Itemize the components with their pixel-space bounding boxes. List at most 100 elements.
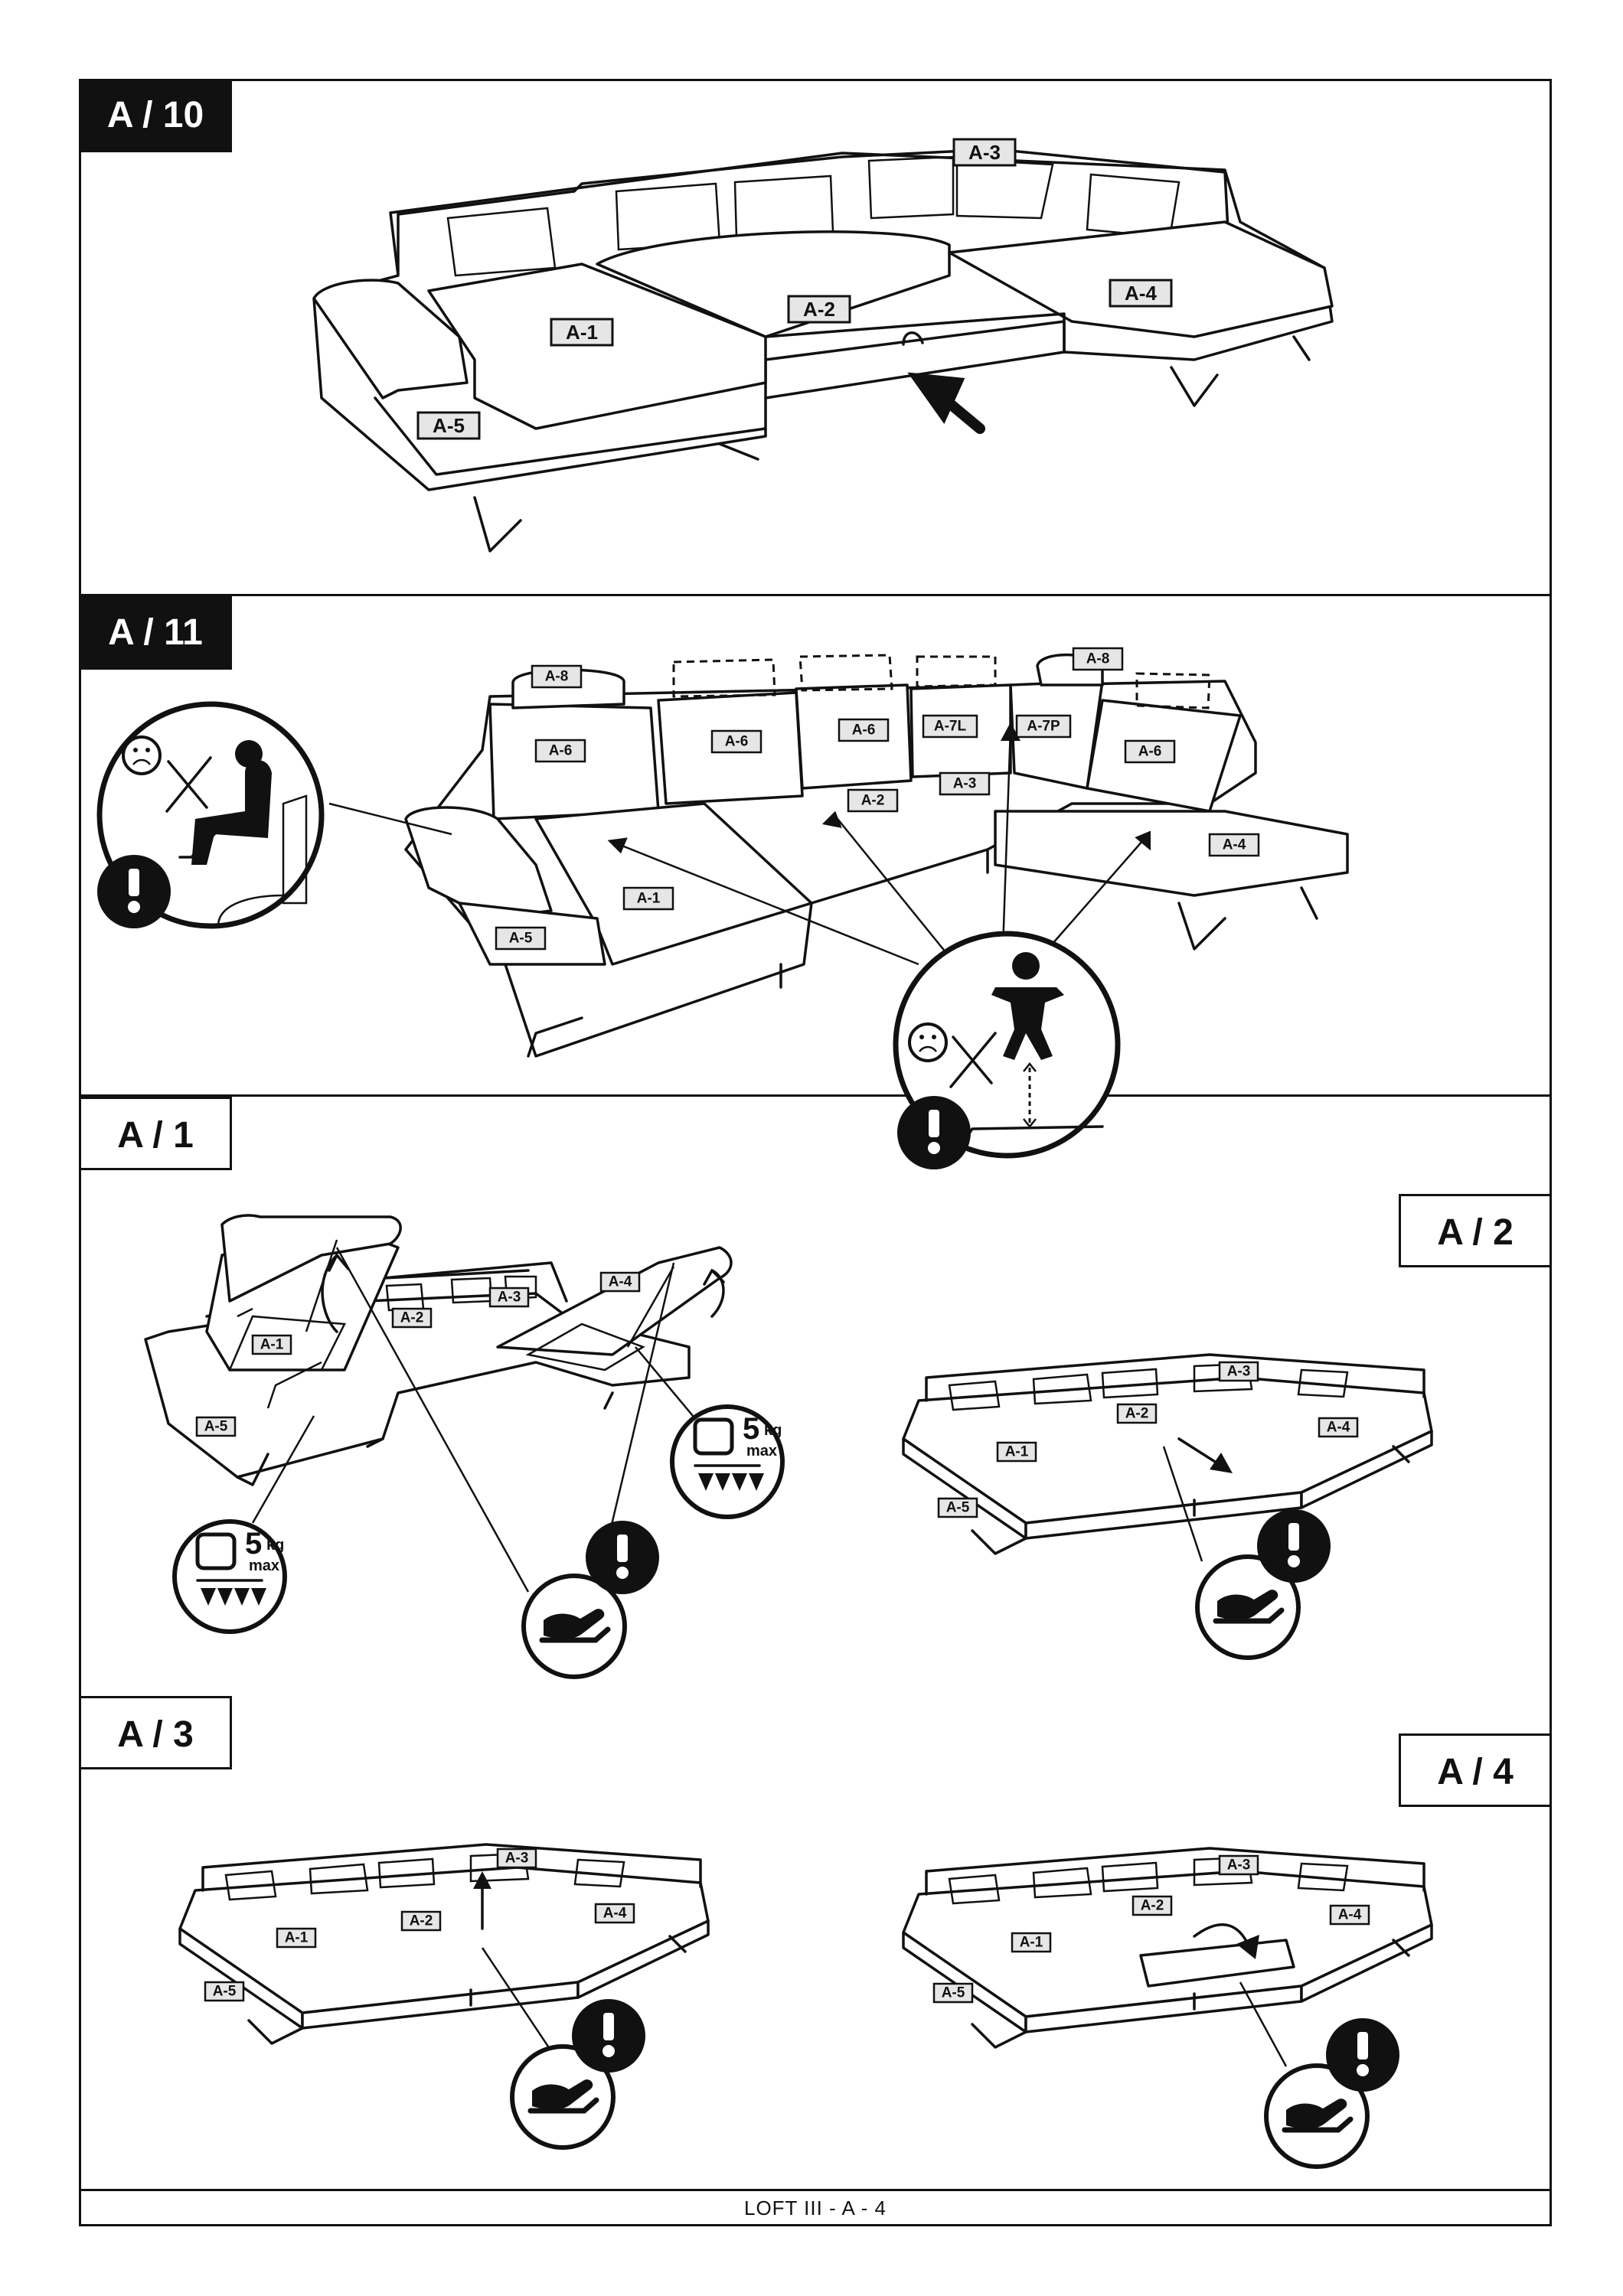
label-a11-a8-left: A-8 [531,664,583,689]
label-a10-a3: A-3 [952,138,1017,167]
svg-text:A-1: A-1 [285,1930,309,1946]
illustration-a1: 5 kg max 5 kg max [144,1214,785,1677]
label-a11-a6-4: A-6 [1124,739,1176,764]
svg-text:A-1: A-1 [260,1337,284,1353]
label-a11-a6-1: A-6 [534,739,586,763]
step-a4-label: A / 4 [1399,1733,1552,1807]
divider-a10-a11 [79,594,1552,596]
svg-text:A-6: A-6 [549,743,573,759]
svg-text:A-8: A-8 [1086,651,1110,667]
svg-text:A-1: A-1 [1020,1935,1043,1951]
svg-text:A-5: A-5 [942,1985,965,2001]
label-a11-a3: A-3 [939,771,991,796]
svg-text:A-4: A-4 [603,1906,627,1922]
svg-text:A-2: A-2 [400,1310,424,1326]
label-a11-a5: A-5 [495,926,547,951]
label-a3-a4: A-4 [594,1903,635,1924]
label-a10-a5: A-5 [416,411,481,440]
illustration-a2 [902,1353,1433,1658]
svg-text:A-1: A-1 [1005,1444,1029,1460]
svg-text:5: 5 [743,1412,759,1446]
label-a1-a1: A-1 [251,1334,292,1355]
weight-limit-icon-right: 5 kg max [670,1404,785,1519]
svg-text:A-4: A-4 [1223,837,1246,853]
warning-icon [97,855,171,928]
label-a11-a7p: A-7P [1015,714,1072,739]
svg-text:kg: kg [266,1537,284,1554]
svg-text:A-8: A-8 [545,669,569,685]
warning-icon [897,1096,971,1169]
label-a2-a4: A-4 [1318,1417,1359,1438]
label-a11-a7l: A-7L [922,714,978,739]
svg-text:A-4: A-4 [1327,1420,1350,1436]
label-a1-a2: A-2 [391,1307,433,1329]
illustration-a4 [902,1847,1433,2167]
svg-text:A-4: A-4 [1125,282,1157,305]
label-a1-a4: A-4 [599,1271,641,1293]
svg-text:A-2: A-2 [803,298,835,321]
svg-text:A-6: A-6 [725,734,749,750]
label-a4-a1: A-1 [1011,1932,1052,1953]
illustration-a10 [312,148,1334,553]
warning-icon [1257,1509,1331,1583]
label-a3-a3: A-3 [496,1848,537,1869]
label-a4-a2: A-2 [1132,1895,1173,1916]
label-a11-a4: A-4 [1208,833,1260,857]
svg-text:A-3: A-3 [505,1851,529,1867]
label-a2-a3: A-3 [1218,1361,1259,1382]
svg-text:A-2: A-2 [1141,1898,1164,1914]
svg-text:A-5: A-5 [433,414,465,437]
label-a11-a8-right: A-8 [1072,647,1124,671]
svg-text:A-2: A-2 [1125,1406,1149,1422]
svg-text:A-3: A-3 [953,776,977,792]
label-a11-a6-2: A-6 [710,729,763,754]
svg-text:A-1: A-1 [637,891,661,907]
svg-text:A-3: A-3 [1227,1857,1251,1874]
step-a2-label: A / 2 [1399,1194,1552,1267]
label-a1-a3: A-3 [488,1287,530,1308]
label-a11-a2: A-2 [847,788,899,813]
svg-text:A-7L: A-7L [934,719,967,735]
svg-text:A-4: A-4 [1338,1907,1362,1923]
svg-text:max: max [249,1557,279,1574]
label-a10-a1: A-1 [550,318,614,347]
label-a10-a2: A-2 [787,295,851,324]
warning-icon [586,1521,659,1594]
svg-text:max: max [746,1443,777,1459]
svg-text:A-3: A-3 [1227,1364,1251,1380]
svg-text:A-3: A-3 [968,141,1001,164]
divider-footer [79,2189,1552,2191]
footer-page-code: LOFT III - A - 4 [743,2197,887,2219]
weight-limit-icon-left: 5 kg max [172,1519,287,1634]
label-a2-a5: A-5 [937,1497,978,1518]
label-a4-a4: A-4 [1329,1904,1370,1926]
label-a11-a1: A-1 [622,886,674,911]
step-a10-label: A / 10 [79,79,232,152]
divider-a11-a1 [79,1094,1552,1097]
svg-text:A-1: A-1 [566,321,598,344]
svg-text:A-3: A-3 [498,1290,521,1306]
label-a3-a5: A-5 [204,1981,245,2002]
label-a4-a5: A-5 [932,1982,974,2004]
svg-text:5: 5 [245,1527,262,1561]
svg-text:A-5: A-5 [204,1419,228,1435]
label-a3-a2: A-2 [400,1910,442,1932]
label-a1-a5: A-5 [195,1416,237,1437]
svg-text:A-6: A-6 [852,722,876,739]
warning-icon [1326,2018,1399,2092]
label-a2-a2: A-2 [1116,1403,1158,1424]
svg-text:A-2: A-2 [410,1913,433,1929]
label-a4-a3: A-3 [1218,1854,1259,1876]
step-a11-label: A / 11 [79,596,232,670]
svg-text:A-5: A-5 [213,1984,237,2000]
svg-text:A-4: A-4 [609,1274,632,1290]
illustration-a3 [178,1843,710,2148]
svg-text:A-5: A-5 [509,931,533,947]
warning-icon [572,1999,645,2073]
illustration-a11 [96,653,1349,1169]
svg-text:kg: kg [764,1422,782,1439]
step-a3-label: A / 3 [79,1696,232,1769]
svg-text:A-5: A-5 [946,1500,970,1516]
label-a3-a1: A-1 [276,1927,317,1949]
